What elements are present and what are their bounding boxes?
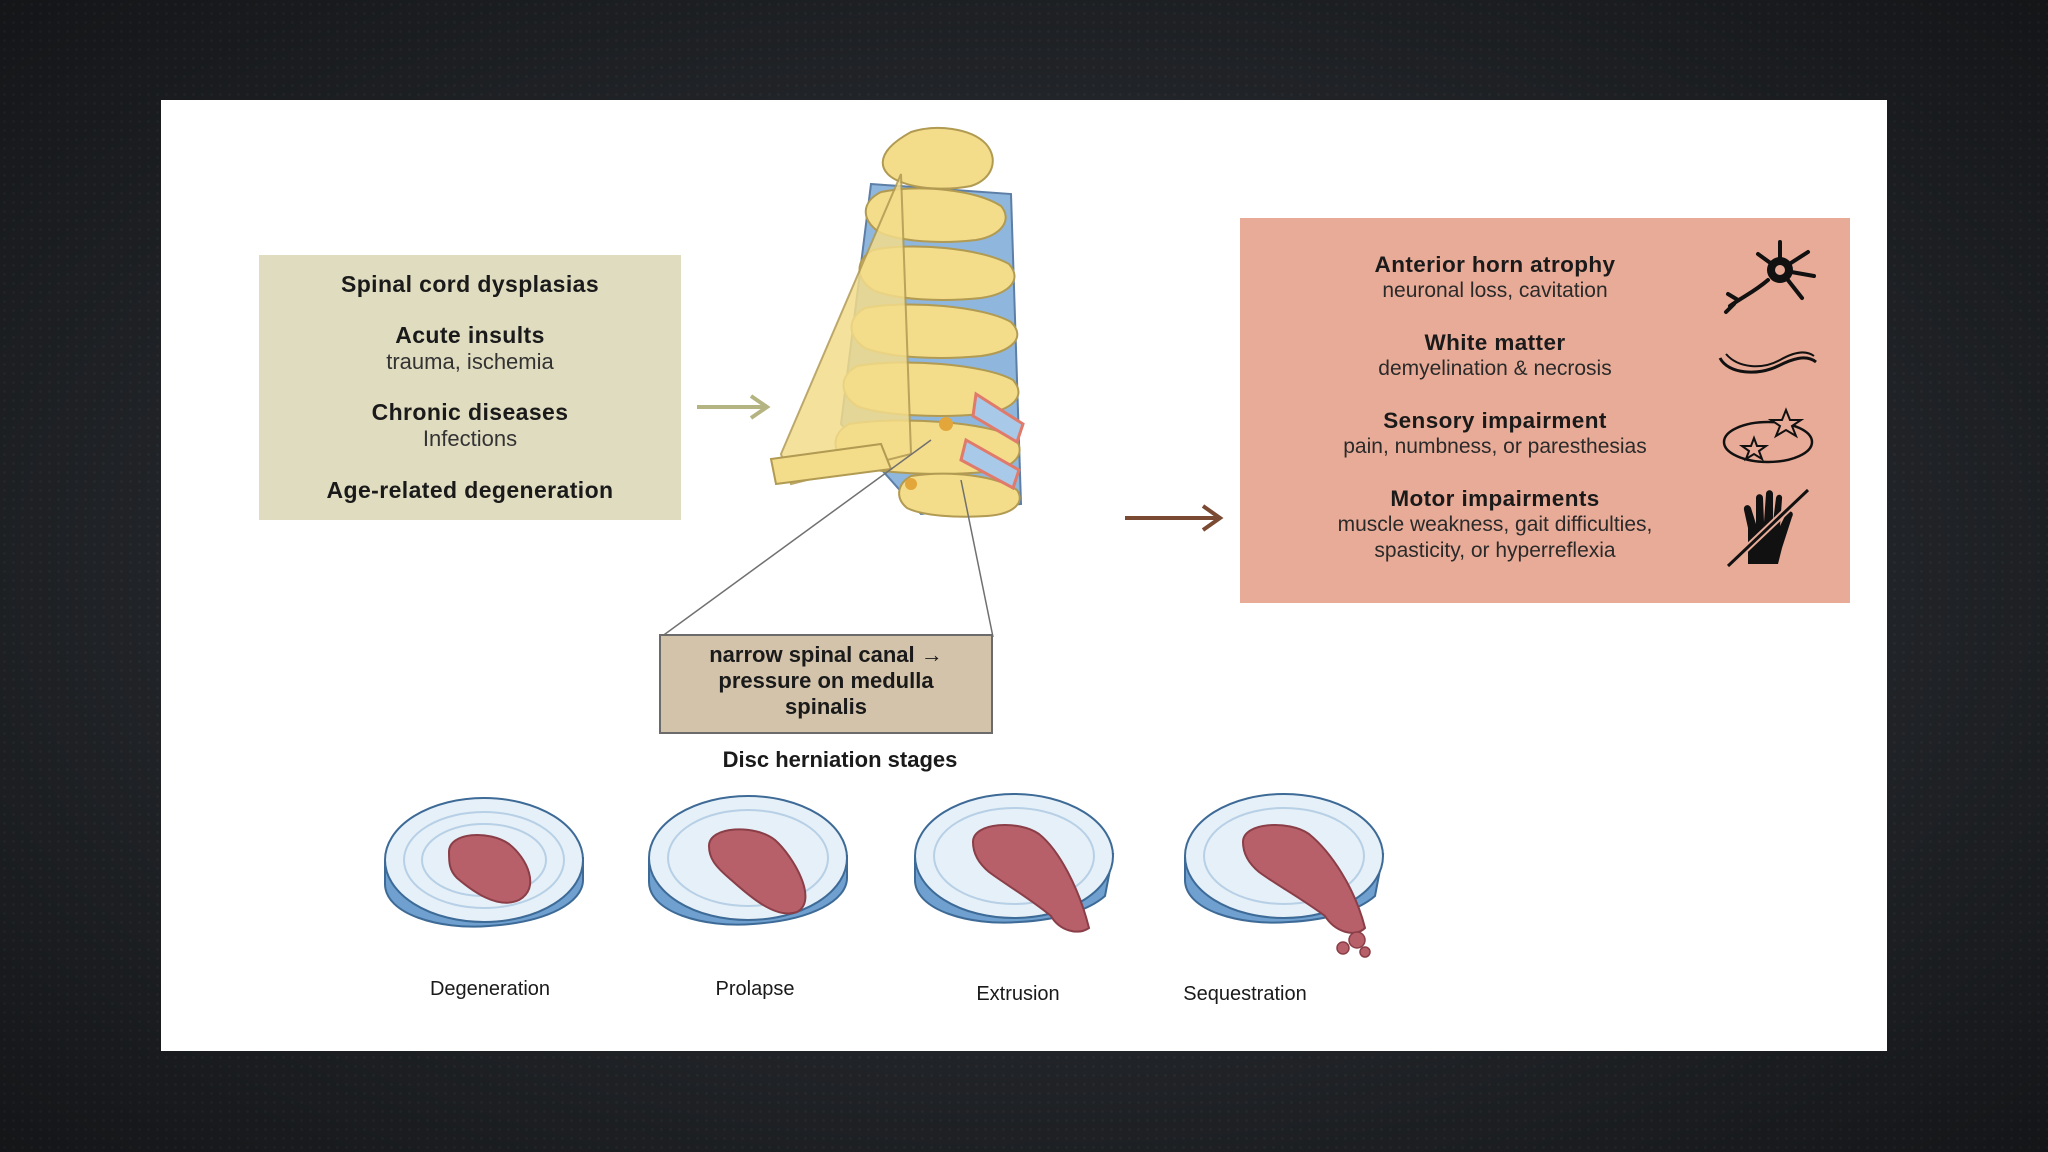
effect-detail: pain, numbness, or paresthesias [1343,435,1647,458]
effect-title: Anterior horn atrophy [1374,252,1616,277]
arrow-right-icon [1125,504,1224,532]
effect-item: Motor impairments muscle weakness, gait … [1280,486,1710,564]
slide: Spinal cord dysplasias Acute insults tra… [161,100,1887,1051]
stage-label: Prolapse [715,978,795,1000]
disc-degeneration-illustration [384,797,584,928]
cause-item: Spinal cord dysplasias [259,271,681,298]
note-line: pressure on medulla [718,668,934,693]
effect-item: White matter demyelination & necrosis [1280,330,1710,382]
effect-item: Sensory impairment pain, numbness, or pa… [1280,408,1710,460]
effect-title: Motor impairments [1390,486,1600,511]
cause-item: Chronic diseases Infections [259,399,681,452]
effect-detail: muscle weakness, gait difficulties, [1337,513,1653,536]
stages-title: Disc herniation stages [722,747,958,772]
neuron-icon [1724,240,1816,314]
cause-title: Acute insults [395,322,545,348]
effect-title: White matter [1424,330,1566,355]
zoom-lines [660,439,994,638]
nerve-fiber-icon [1718,351,1817,374]
note-line: spinalis [785,694,867,719]
narrow-canal-note: narrow spinal canal → pressure on medull… [659,634,993,734]
effects-box: Anterior horn atrophy neuronal loss, cav… [1240,218,1850,603]
disc-extrusion-illustration [914,793,1115,933]
cause-title: Chronic diseases [371,399,569,425]
effect-detail: demyelination & necrosis [1378,357,1612,380]
stars-orbit-icon [1722,407,1814,464]
effect-item: Anterior horn atrophy neuronal loss, cav… [1280,252,1710,304]
cause-item: Acute insults trauma, ischemia [259,322,681,375]
crossed-hand-icon [1725,487,1811,569]
cause-title: Age-related degeneration [326,477,614,503]
cause-title: Spinal cord dysplasias [340,271,600,297]
note-line: narrow spinal canal → [709,642,943,667]
disc-prolapse-illustration [648,795,848,926]
stage-label: Extrusion [976,983,1060,1005]
cause-detail: Infections [422,426,518,451]
effect-detail-continued: spasticity, or hyperreflexia [1374,539,1616,562]
stage-label: Sequestration [1183,983,1307,1005]
cause-detail: trauma, ischemia [386,349,554,374]
disc-sequestration-illustration [1184,793,1385,958]
causes-box: Spinal cord dysplasias Acute insults tra… [259,255,681,520]
cervical-spine-illustration [769,127,1025,518]
arrow-right-icon [697,394,771,420]
effect-detail: neuronal loss, cavitation [1382,279,1608,302]
stage-label: Degeneration [429,978,551,1000]
effect-title: Sensory impairment [1383,408,1607,433]
cause-item: Age-related degeneration [259,477,681,504]
